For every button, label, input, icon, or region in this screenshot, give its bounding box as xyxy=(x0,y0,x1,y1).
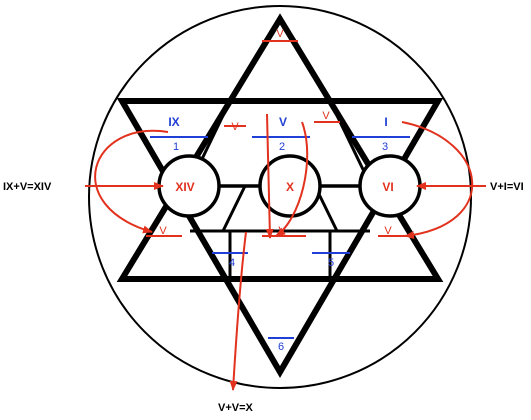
equation-left: IX+V=XIV xyxy=(3,181,52,193)
number-2: 2 xyxy=(279,141,285,153)
downward-triangle xyxy=(116,98,444,378)
small-v-left-mid: V xyxy=(231,121,239,133)
arrow-v-to-x xyxy=(265,113,274,239)
number-1: 1 xyxy=(173,141,179,153)
circle-value-x: X xyxy=(286,180,294,194)
arrow-v-curve-right xyxy=(275,121,309,237)
arrow-i-to-vi xyxy=(401,121,474,239)
equation-right: V+I=VI xyxy=(490,181,524,193)
label-i: I xyxy=(384,115,387,129)
number-5: 5 xyxy=(328,257,334,269)
center-circle xyxy=(258,154,322,218)
number-6: 6 xyxy=(278,341,284,353)
small-v-lower-left: V xyxy=(159,225,167,237)
upward-triangle xyxy=(116,13,444,282)
arrow-down-to-eq xyxy=(229,231,247,391)
circle-value-xiv: XIV xyxy=(175,180,194,194)
number-3: 3 xyxy=(382,141,388,153)
small-v-apex: V xyxy=(276,28,284,40)
circle-value-vi: VI xyxy=(382,180,393,194)
small-v-lower-center: V xyxy=(278,225,286,237)
equation-bottom: V+V=X xyxy=(218,402,254,414)
number-4: 4 xyxy=(229,257,235,269)
arrow-ix-to-xiv xyxy=(94,129,169,234)
center-left-diag xyxy=(221,185,247,232)
small-v-lower-right: V xyxy=(384,225,392,237)
label-v-top: V xyxy=(279,115,287,129)
label-ix: IX xyxy=(168,115,179,129)
small-v-right-mid: V xyxy=(322,110,330,122)
